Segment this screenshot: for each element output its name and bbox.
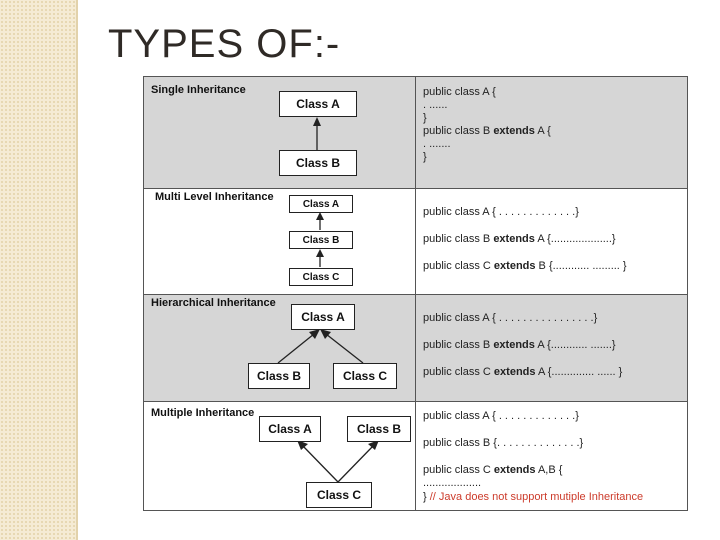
single-class-a-box: Class A [279, 91, 357, 117]
code-line: public class A { . . . . . . . . . . . .… [423, 312, 598, 324]
sidebar-edge [76, 0, 78, 540]
multiple-diagram: Multiple Inheritance Class A Class B Cla… [144, 402, 416, 510]
hierarchical-class-a-box: Class A [291, 304, 355, 330]
multiple-class-b-box: Class B [347, 416, 411, 442]
java-note: // Java does not support mutiple Inherit… [426, 491, 644, 503]
row-hierarchical-inheritance: Hierarchical Inheritance Class A Class B… [144, 295, 687, 402]
code-line: } [423, 112, 427, 124]
multiple-code: public class A { . . . . . . . . . . . .… [416, 402, 687, 510]
single-arrows [313, 117, 321, 150]
hierarchical-class-b-box: Class B [248, 363, 310, 389]
hierarchical-diagram: Hierarchical Inheritance Class A Class B… [144, 295, 416, 401]
multiple-class-a-box: Class A [259, 416, 321, 442]
row-single-inheritance: Single Inheritance Class A Class B publi… [144, 77, 687, 189]
single-class-b-box: Class B [279, 150, 357, 176]
code-line: public class C extends B {............ .… [423, 260, 627, 272]
multilevel-diagram: Multi Level Inheritance Class A Class B … [144, 189, 416, 294]
section-label-single: Single Inheritance [151, 84, 246, 96]
code-line: public class A { . . . . . . . . . . . .… [423, 206, 579, 218]
code-line: public class A { . . . . . . . . . . . .… [423, 410, 579, 422]
multilevel-code: public class A { . . . . . . . . . . . .… [416, 189, 687, 294]
multiple-arrows [297, 440, 379, 483]
code-line: public class C extends A {..............… [423, 366, 623, 378]
multiple-class-c-box: Class C [306, 482, 372, 508]
hierarchical-class-c-box: Class C [333, 363, 397, 389]
code-line: public class B extends A {............ .… [423, 339, 616, 351]
multilevel-class-a-box: Class A [289, 195, 353, 213]
code-line: public class B extends A { [423, 125, 551, 137]
arrow-head-a [313, 117, 321, 126]
code-line: . ....... [423, 138, 451, 150]
decorative-sidebar [0, 0, 78, 540]
slide-title: TYPES OF:- [108, 22, 341, 66]
row-multilevel-inheritance: Multi Level Inheritance Class A Class B … [144, 189, 687, 295]
code-line: public class A { [423, 86, 496, 98]
code-line: . ...... [423, 99, 448, 111]
multilevel-class-c-box: Class C [289, 268, 353, 286]
row-multiple-inheritance: Multiple Inheritance Class A Class B Cla… [144, 402, 687, 510]
hierarchical-arrows [277, 329, 364, 364]
section-label-hierarchical: Hierarchical Inheritance [151, 297, 276, 309]
code-line: public class B extends A {..............… [423, 233, 616, 245]
single-diagram: Single Inheritance Class A Class B [144, 77, 416, 188]
code-line: public class B {. . . . . . . . . . . . … [423, 437, 584, 449]
code-line: public class C extends A,B { [423, 464, 563, 476]
single-code: public class A { . ...... } public class… [416, 77, 687, 188]
inheritance-diagram: Single Inheritance Class A Class B publi… [143, 76, 688, 511]
hierarchical-code: public class A { . . . . . . . . . . . .… [416, 295, 687, 401]
section-label-multiple: Multiple Inheritance [151, 407, 255, 419]
code-line: } [423, 151, 427, 163]
code-line: ................... [423, 477, 482, 489]
code-line: } // Java does not support mutiple Inher… [423, 491, 644, 503]
section-label-multilevel: Multi Level Inheritance [155, 191, 274, 203]
multilevel-arrows [316, 212, 324, 267]
multilevel-class-b-box: Class B [289, 231, 353, 249]
